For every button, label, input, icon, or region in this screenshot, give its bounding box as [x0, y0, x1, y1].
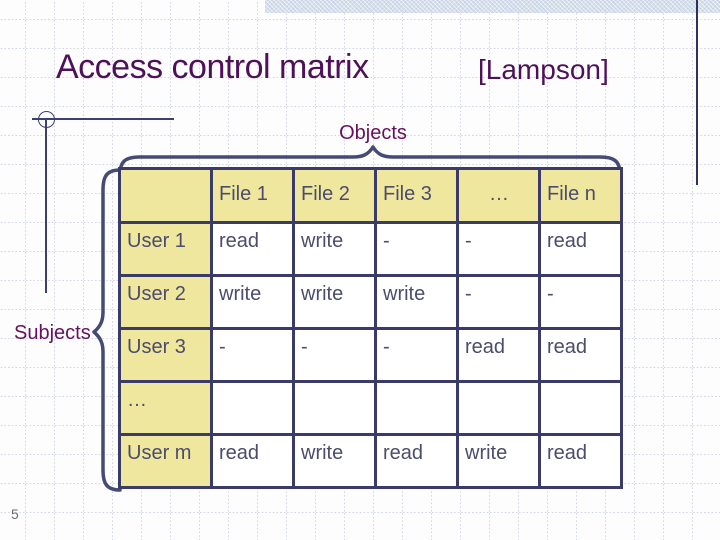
matrix-cell: -	[292, 327, 377, 383]
matrix-cell: -	[456, 221, 541, 277]
matrix-cell: -	[374, 221, 459, 277]
matrix-cell: write	[292, 274, 377, 330]
column-header: File n	[538, 167, 623, 224]
column-header: File 1	[210, 167, 295, 224]
row-header: …	[118, 380, 213, 436]
matrix-cell: -	[538, 274, 623, 330]
matrix-cell: read	[210, 433, 295, 489]
slide-number: 5	[11, 506, 19, 522]
matrix-cell: read	[538, 433, 623, 489]
matrix-cell: write	[374, 274, 459, 330]
matrix-cell	[374, 380, 459, 436]
row-header: User m	[118, 433, 213, 489]
subjects-brace	[92, 168, 122, 492]
matrix-cell	[210, 380, 295, 436]
matrix-cell: read	[210, 221, 295, 277]
corner-header-cell	[118, 167, 213, 224]
matrix-cell	[456, 380, 541, 436]
row-header: User 3	[118, 327, 213, 383]
objects-brace	[118, 145, 622, 176]
citation-label: [Lampson]	[478, 54, 609, 85]
matrix-cell: write	[210, 274, 295, 330]
guide-line-vertical	[45, 120, 47, 293]
matrix-cell: -	[456, 274, 541, 330]
subjects-label: Subjects	[14, 322, 91, 344]
matrix-cell: read	[538, 327, 623, 383]
column-header: File 3	[374, 167, 459, 224]
matrix-cell: write	[456, 433, 541, 489]
objects-label: Objects	[339, 122, 407, 144]
matrix-cell: read	[374, 433, 459, 489]
matrix-cell: write	[292, 221, 377, 277]
matrix-cell: read	[456, 327, 541, 383]
column-header: File 2	[292, 167, 377, 224]
row-header: User 1	[118, 221, 213, 277]
top-accent-bar	[265, 0, 720, 13]
row-header: User 2	[118, 274, 213, 330]
table-row: …	[118, 380, 623, 436]
guide-line-horizontal	[32, 118, 174, 120]
crosshair-icon	[38, 111, 55, 128]
matrix-cell: write	[292, 433, 377, 489]
column-header: …	[456, 167, 541, 224]
matrix-cell	[538, 380, 623, 436]
matrix-cell: -	[374, 327, 459, 383]
right-accent-line	[696, 0, 698, 185]
matrix-cell: -	[210, 327, 295, 383]
slide-title: Access control matrix	[56, 48, 369, 86]
matrix-cell	[292, 380, 377, 436]
matrix-cell: read	[538, 221, 623, 277]
